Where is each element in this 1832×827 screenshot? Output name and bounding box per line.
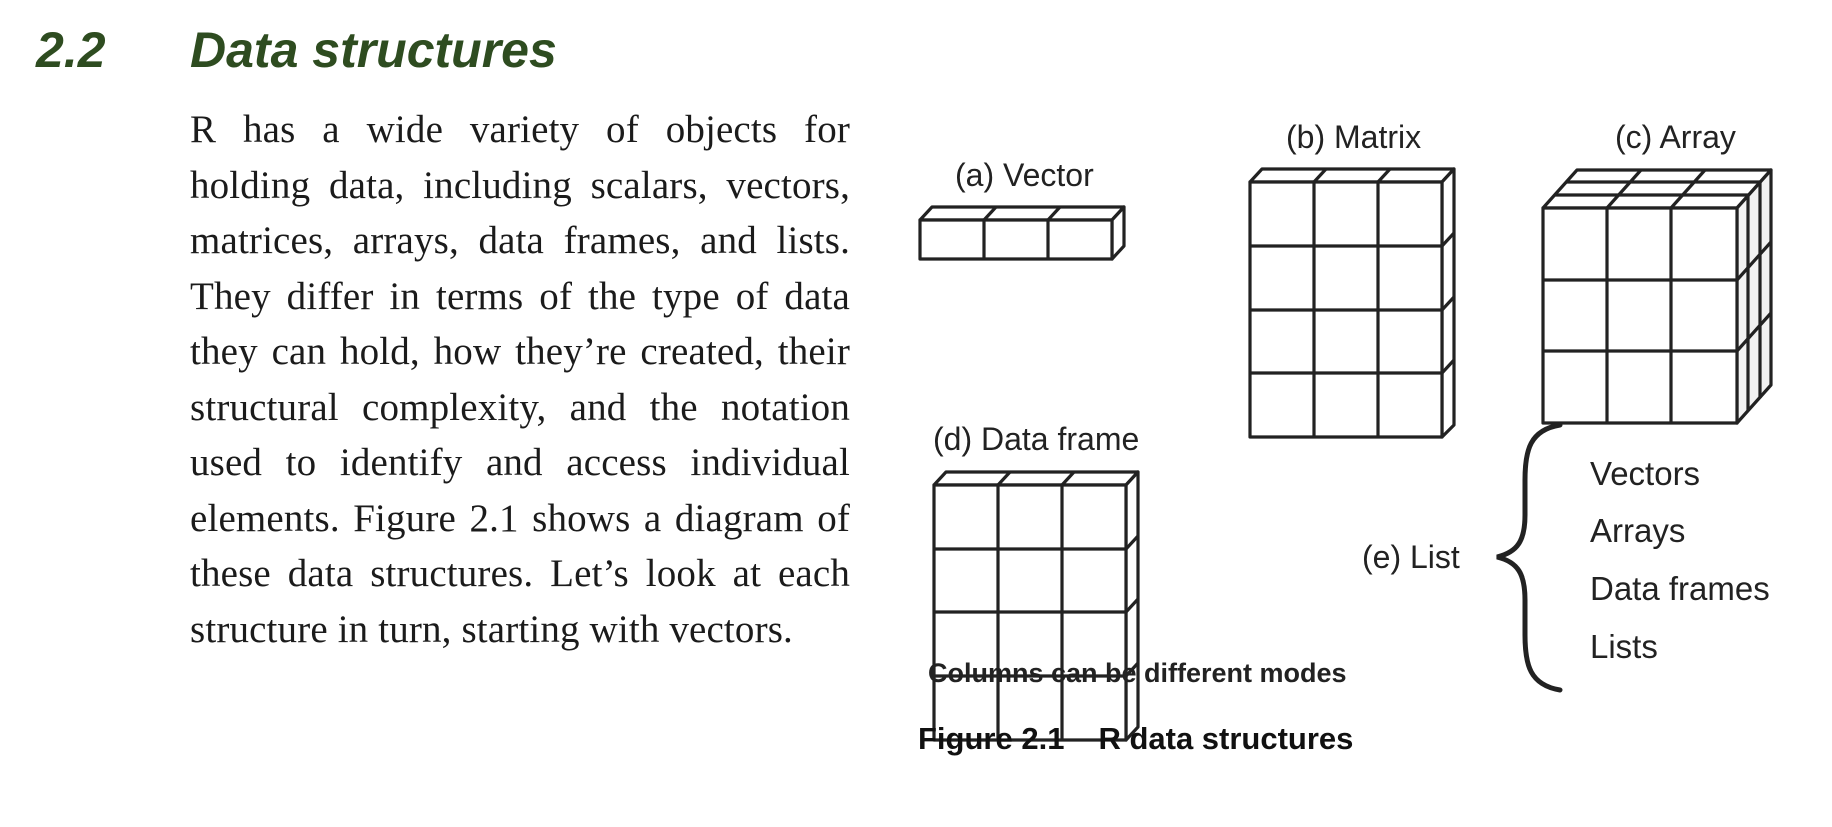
- list-item: Data frames: [1590, 570, 1770, 607]
- figure-caption: Figure 2.1 R data structures: [918, 721, 1353, 756]
- list-item: Lists: [1590, 628, 1658, 665]
- data-frame-note: Columns can be different modes: [928, 658, 1347, 688]
- vector-label: (a) Vector: [955, 157, 1094, 193]
- section-title: Data structures: [190, 22, 557, 78]
- figure-r-data-structures: (a) Vector (b) Matrix: [900, 100, 1800, 780]
- list-label: (e) List: [1362, 539, 1460, 575]
- list-brace: [1496, 422, 1563, 693]
- data-frame-label: (d) Data frame: [933, 421, 1139, 457]
- figure-caption-title: R data structures: [1098, 721, 1353, 756]
- array-diagram: [1541, 168, 1773, 425]
- matrix-label: (b) Matrix: [1286, 119, 1421, 155]
- figure-caption-number: Figure 2.1: [918, 721, 1064, 756]
- vector-diagram: [918, 205, 1126, 261]
- list-item: Arrays: [1590, 512, 1685, 549]
- matrix-diagram: [1248, 167, 1456, 439]
- figure-diagram: (a) Vector (b) Matrix: [918, 119, 1773, 756]
- body-paragraph: R has a wide variety of objects for hold…: [190, 108, 850, 651]
- array-label: (c) Array: [1615, 119, 1736, 155]
- list-item: Vectors: [1590, 455, 1700, 492]
- data-frame-diagram: [932, 470, 1140, 742]
- section-number: 2.2: [36, 22, 106, 78]
